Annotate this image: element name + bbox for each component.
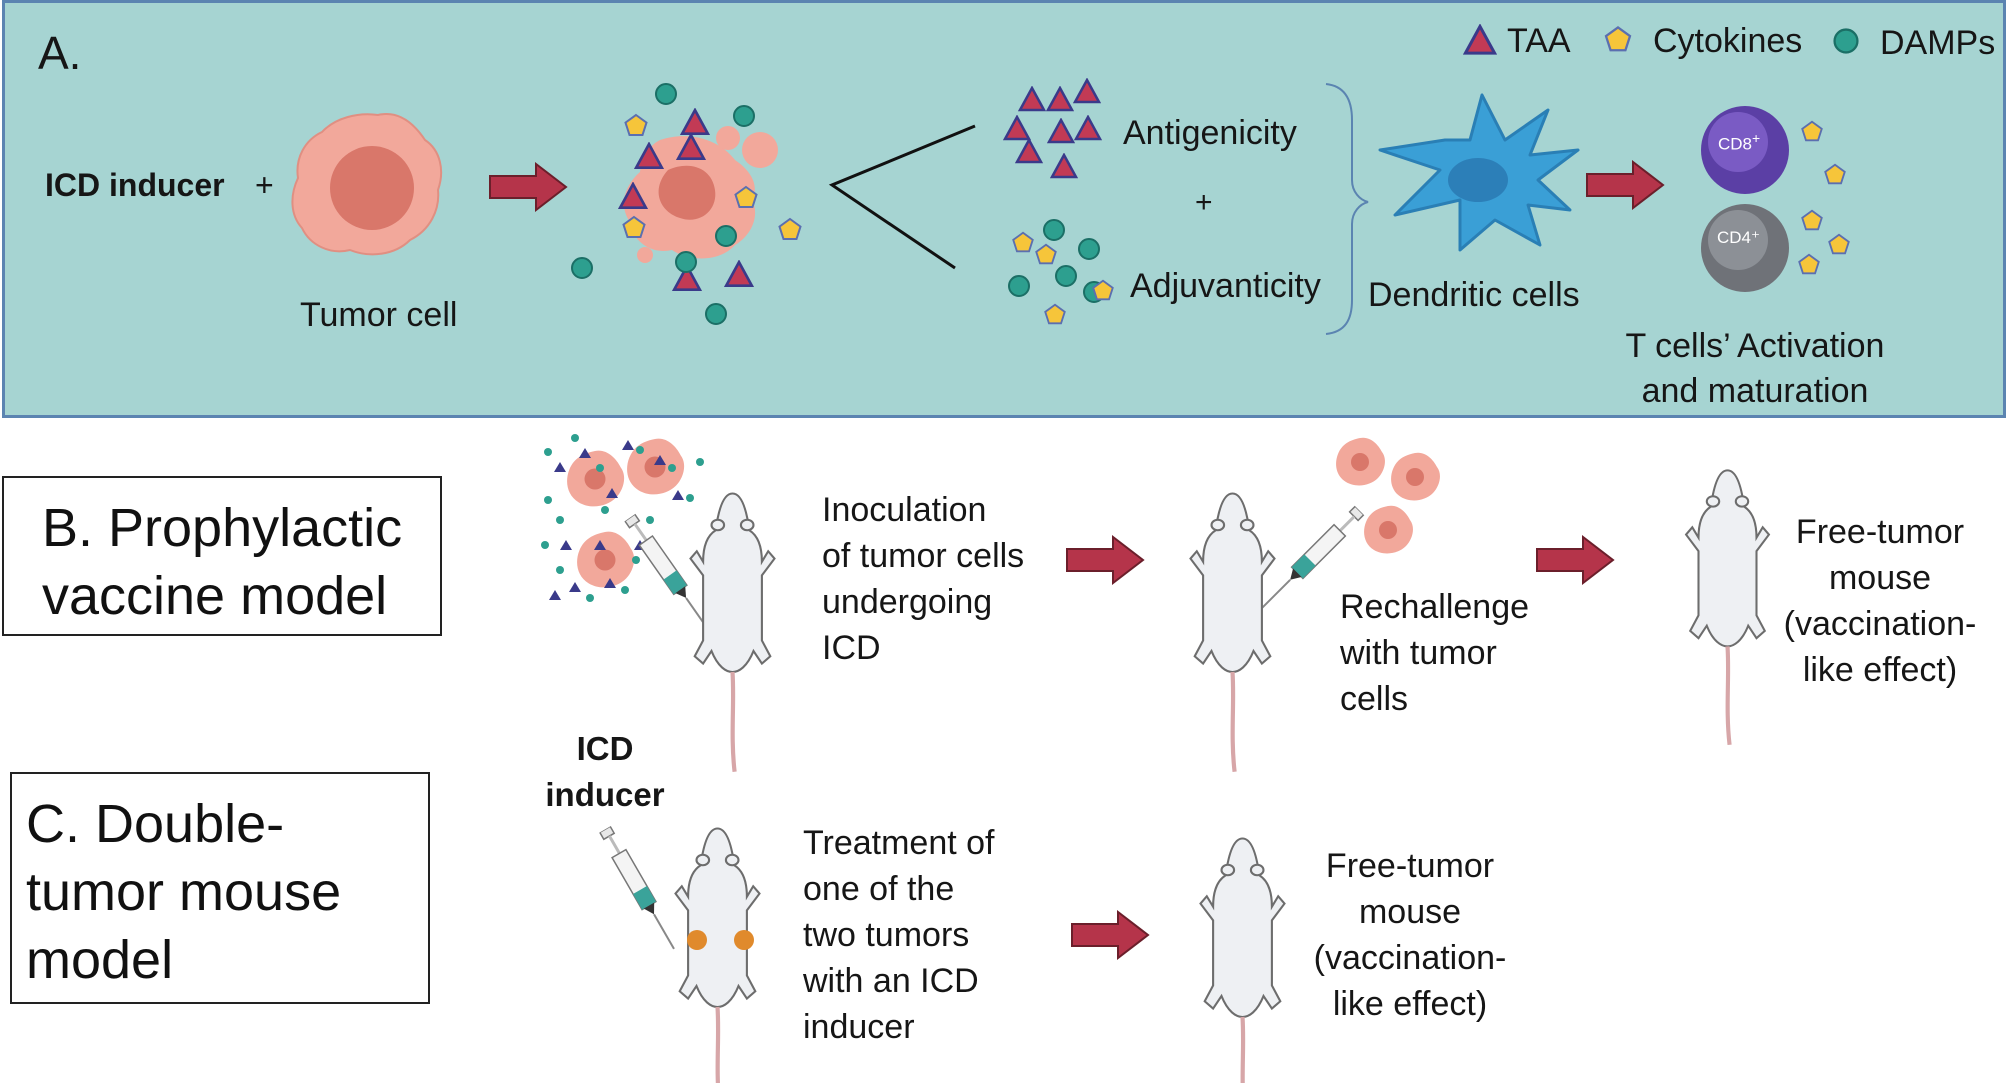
plus-sign: +	[1195, 186, 1213, 219]
treatment-label: Treatment of one of the two tumors with …	[803, 824, 995, 1046]
panel-c-label-box: C. Double- tumor mouse model	[10, 772, 430, 1004]
syringe-icon	[597, 824, 682, 954]
mouse-icon	[1686, 470, 1769, 744]
cd8-cell-icon	[1701, 106, 1789, 194]
panel-b-label: B. Prophylactic vaccine model	[42, 498, 403, 626]
arrow-icon	[1071, 911, 1149, 959]
antigenicity-label: Antigenicity	[1123, 114, 1297, 152]
panel-b-label-box: B. Prophylactic vaccine model	[2, 476, 442, 636]
free-tumor-mouse-label: Free-tumor mouse (vaccination- like effe…	[1783, 513, 1977, 689]
arrow-icon	[1066, 536, 1144, 584]
antigen-cluster-icon	[1003, 78, 1102, 179]
inoculation-label: Inoculation of tumor cells undergoing IC…	[822, 491, 1025, 667]
mouse-icon	[1191, 494, 1275, 772]
arrow-icon	[489, 163, 567, 211]
icd-tumor-cells-icon	[541, 434, 704, 602]
mouse-icon	[1201, 839, 1285, 1083]
icd-inducer-syringe-label: ICD inducer	[545, 730, 665, 813]
fork-lines	[828, 124, 976, 270]
cd4-label: CD4⁺	[1717, 228, 1760, 247]
mouse-icon	[676, 829, 760, 1083]
damps-legend-icon	[1833, 28, 1859, 54]
legend-damps-label: DAMPs	[1880, 24, 1996, 62]
rechallenge-label: Rechallenge with tumor cells	[1340, 588, 1530, 718]
arrow-icon	[1536, 536, 1614, 584]
arrow-icon	[1586, 161, 1664, 209]
cytokines-legend-icon	[1604, 26, 1632, 52]
tumor-cell-icon	[291, 113, 443, 256]
brace-icon	[1325, 83, 1369, 335]
dendritic-cells-label: Dendritic cells	[1368, 276, 1580, 314]
t-cells-activation-label: T cells’ Activation and maturation	[1625, 327, 1885, 410]
tumor-cell-label: Tumor cell	[300, 296, 458, 334]
icd-inducer-label: ICD inducer	[45, 167, 225, 203]
free-tumor-mouse-label: Free-tumor mouse (vaccination- like effe…	[1313, 847, 1507, 1023]
panel-a-label: A.	[38, 27, 82, 79]
panel-c-label: C. Double- tumor mouse model	[26, 794, 342, 990]
legend-cytokines-label: Cytokines	[1653, 22, 1803, 60]
cd4-cell-icon	[1701, 204, 1789, 292]
rechallenge-tumor-cells-icon	[1336, 437, 1440, 554]
mouse-icon	[691, 494, 775, 772]
t-cell-cytokines-icon	[1798, 120, 1850, 275]
legend-taa-label: TAA	[1507, 22, 1571, 60]
cd8-label: CD8+	[1718, 130, 1761, 154]
plus-sign: +	[255, 167, 274, 203]
tumor-marker-icon	[687, 930, 707, 950]
adjuvant-cluster-icon	[1008, 219, 1114, 325]
tumor-marker-icon	[734, 930, 754, 950]
taa-legend-icon	[1463, 24, 1497, 55]
adjuvanticity-label: Adjuvanticity	[1130, 267, 1321, 305]
dendritic-cell-icon	[1378, 93, 1580, 252]
